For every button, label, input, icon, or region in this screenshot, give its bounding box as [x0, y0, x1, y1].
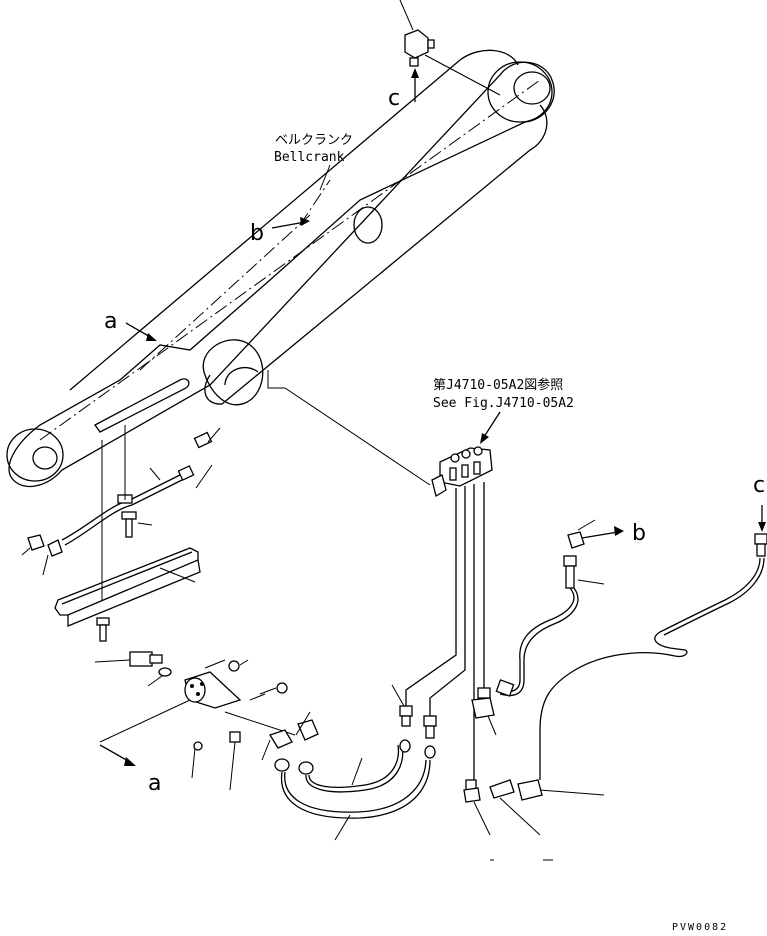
reference-label-en: See Fig.J4710-05A2 [433, 396, 574, 411]
label-a-bottom: a [148, 771, 161, 796]
bolt-left-1 [121, 511, 153, 538]
lower-manifold-block [94, 651, 296, 791]
right-hose-c [539, 533, 767, 796]
bellcrank-arm-assembly [6, 49, 555, 488]
label-b-top: b [250, 221, 264, 246]
channel-plate [54, 547, 201, 627]
right-hose-b [495, 531, 605, 697]
bolt-left-2 [96, 617, 110, 642]
valve-hose-fittings [391, 684, 543, 836]
arrow-a-top [125, 322, 157, 341]
label-a-top: a [104, 309, 117, 334]
arrow-c-top [411, 68, 419, 102]
arrow-c-right [758, 505, 766, 532]
lower-hose-loops [261, 711, 431, 841]
fitting-leader-right [577, 519, 596, 531]
label-c-top: c [388, 86, 400, 111]
arrow-reference [480, 411, 501, 444]
bellcrank-label-jp: ベルクランク [275, 133, 353, 148]
drawing-code: PVW0082 [672, 922, 728, 933]
arrow-b-top [271, 217, 310, 229]
arrow-a-bottom [99, 744, 136, 766]
elbow-fitting-top [399, 0, 501, 96]
label-b-right: b [632, 521, 646, 546]
reference-label-jp: 第J4710-05A2図参照 [433, 377, 563, 393]
valve-block [405, 446, 493, 780]
bellcrank-label-en: Bellcrank [274, 150, 345, 165]
left-hose-assembly [21, 425, 221, 600]
label-c-right: c [753, 473, 765, 498]
arrow-b-right [581, 526, 624, 539]
bellcrank-leader [319, 164, 331, 191]
